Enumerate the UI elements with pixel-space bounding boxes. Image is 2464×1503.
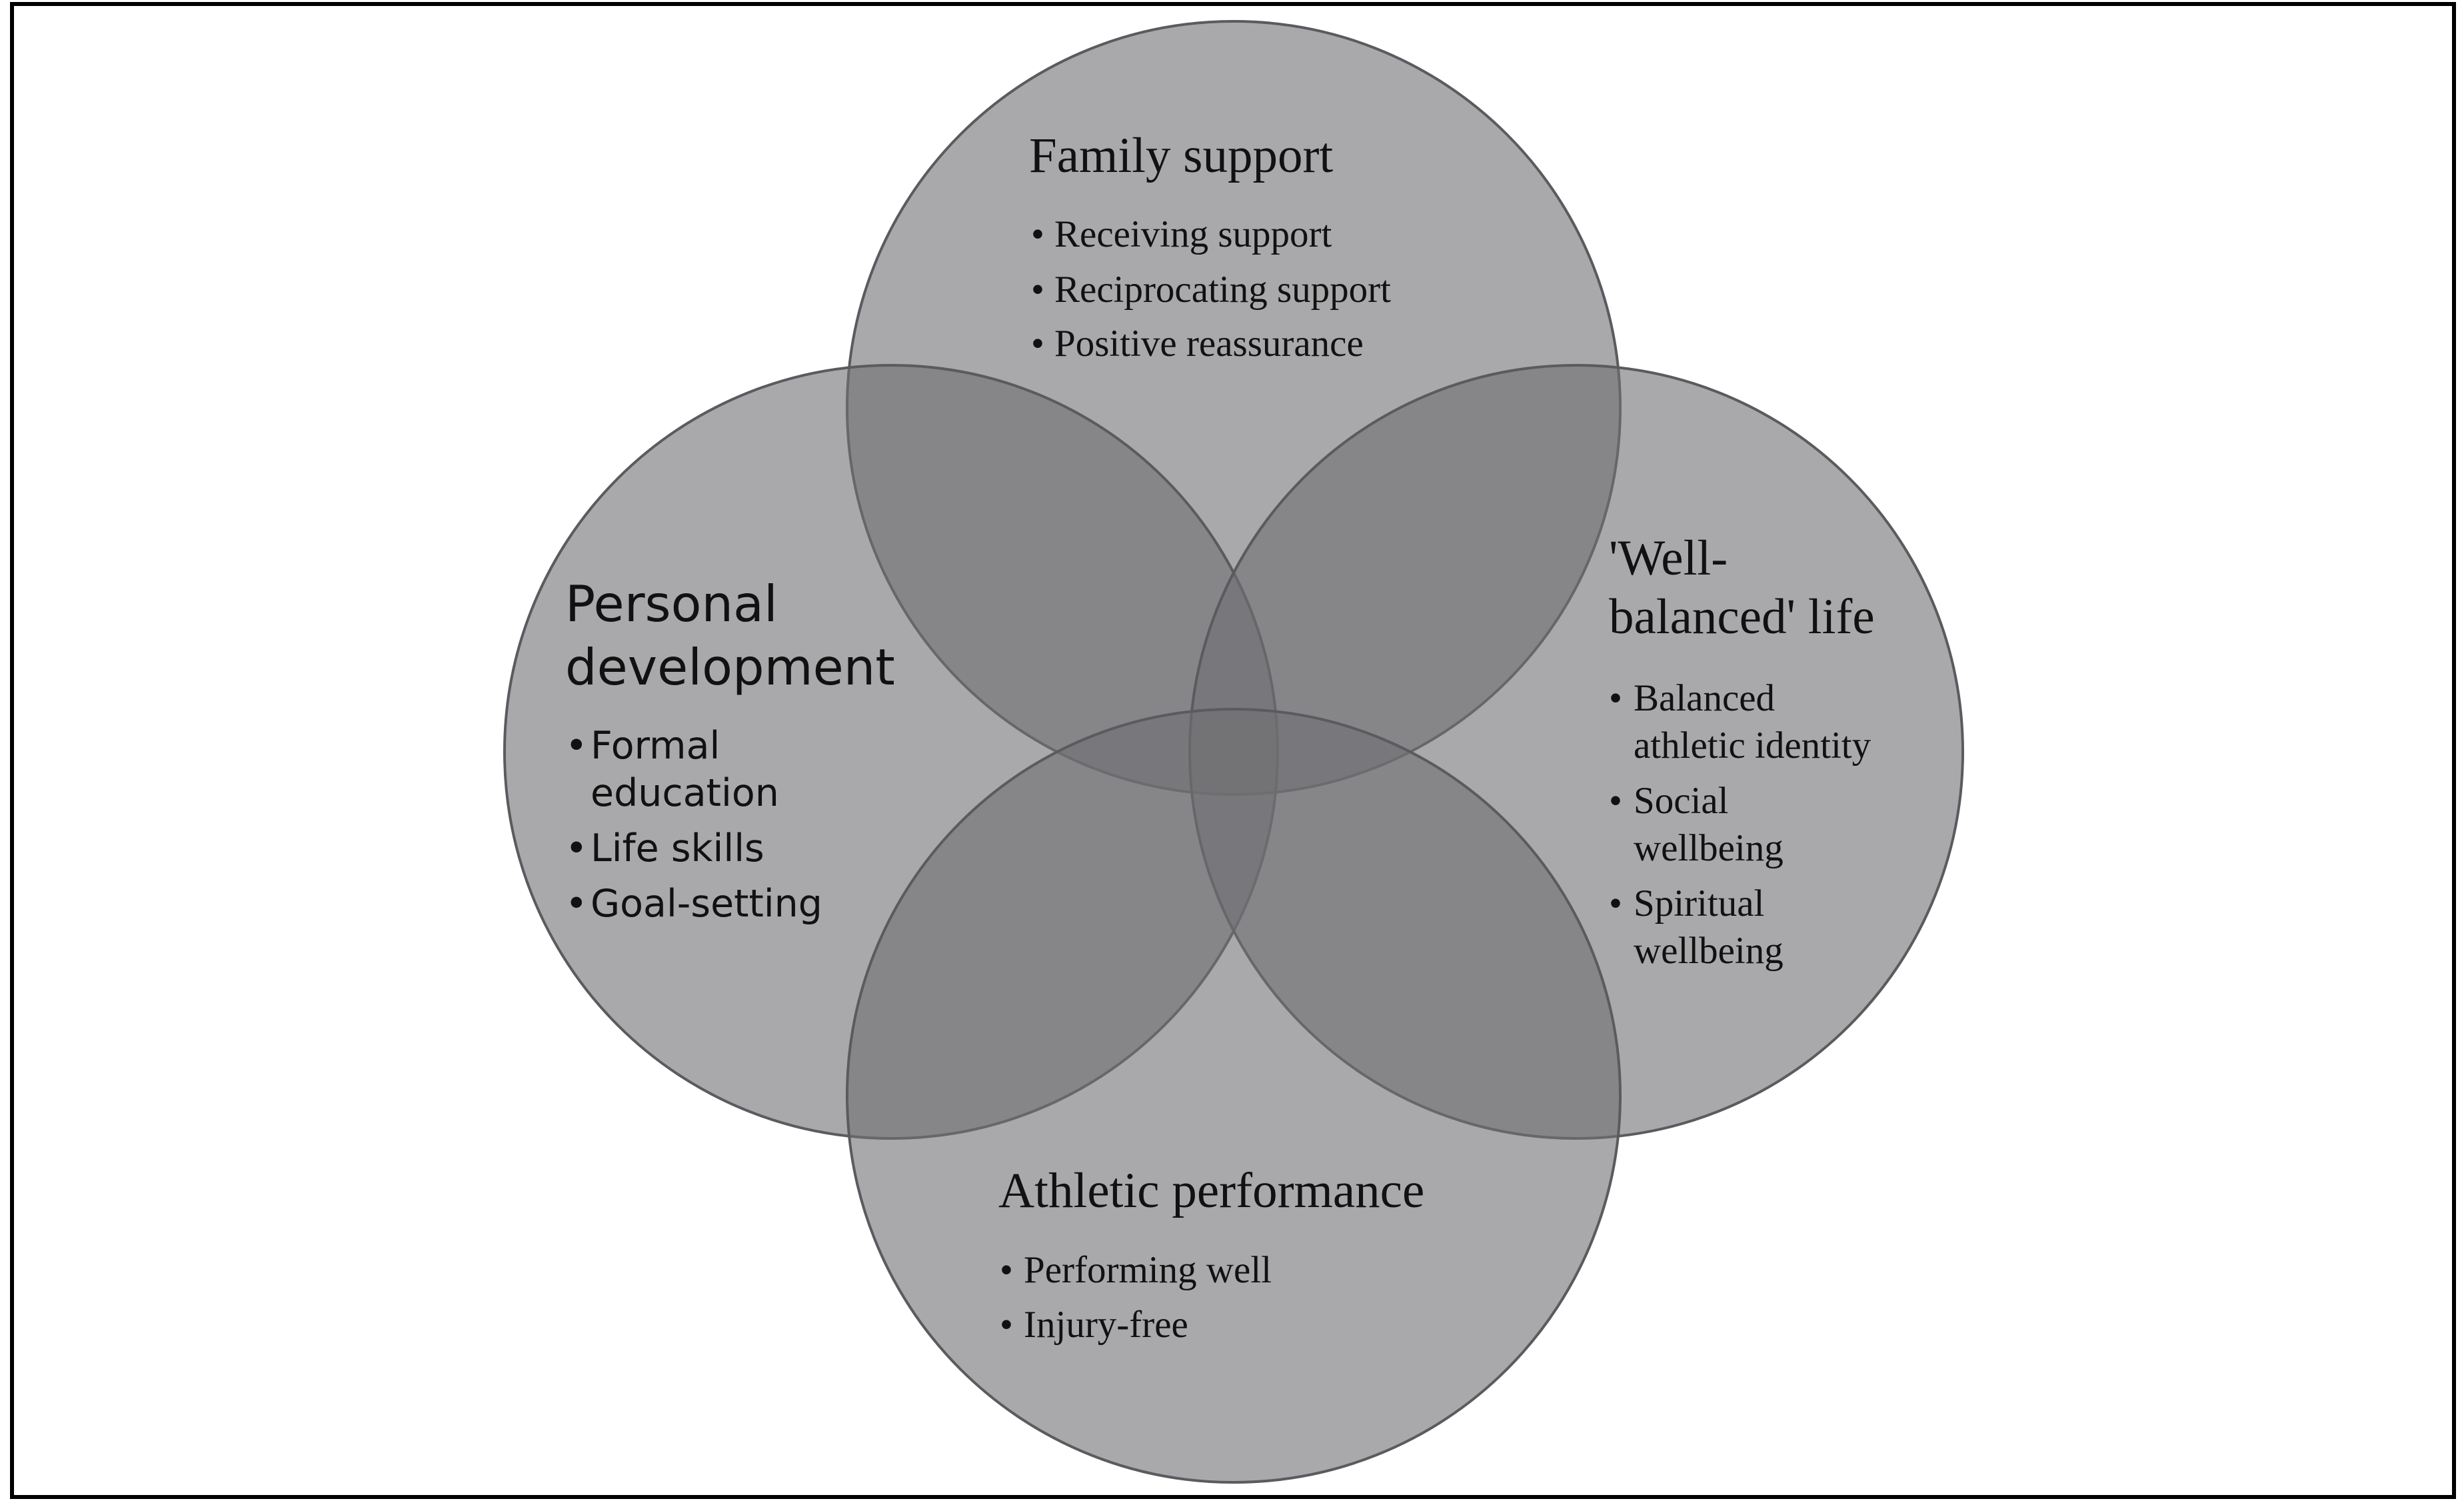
- personal-development-bullet: •: [565, 826, 588, 870]
- family-support-group: Family support • Receiving support • Rec…: [1029, 128, 1391, 365]
- family-support-item: Reciprocating support: [1054, 269, 1391, 311]
- personal-development-bullet: •: [565, 882, 588, 926]
- well-balanced-life-bullet: •: [1609, 882, 1622, 924]
- personal-development-item: Life skills: [591, 826, 764, 870]
- well-balanced-life-item: wellbeing: [1634, 827, 1784, 869]
- athletic-performance-bullet: •: [1000, 1304, 1013, 1346]
- well-balanced-life-bullet: •: [1609, 677, 1622, 719]
- personal-development-bullet: •: [565, 724, 588, 768]
- well-balanced-life-item: Spiritual: [1634, 882, 1764, 924]
- well-balanced-life-title: balanced' life: [1609, 589, 1875, 645]
- athletic-performance-title: Athletic performance: [998, 1163, 1424, 1218]
- personal-development-title: development: [565, 638, 895, 697]
- athletic-performance-group: Athletic performance • Performing well •…: [998, 1163, 1424, 1346]
- family-support-bullet: •: [1031, 269, 1044, 311]
- personal-development-item: Goal-setting: [591, 882, 822, 926]
- personal-development-item: Formal: [591, 724, 720, 768]
- well-balanced-life-item: Social: [1634, 780, 1728, 822]
- family-support-title: Family support: [1029, 128, 1333, 183]
- personal-development-group: Personal development • Formal education …: [565, 575, 895, 926]
- personal-development-item: education: [591, 771, 779, 815]
- family-support-item: Receiving support: [1054, 213, 1332, 255]
- athletic-performance-item: Injury-free: [1024, 1304, 1188, 1346]
- well-balanced-life-bullet: •: [1609, 780, 1622, 822]
- well-balanced-life-group: 'Well- balanced' life • Balanced athleti…: [1609, 531, 1875, 972]
- family-support-bullet: •: [1031, 213, 1044, 255]
- athletic-performance-bullet: •: [1000, 1249, 1013, 1291]
- well-balanced-life-title: 'Well-: [1609, 531, 1728, 586]
- athletic-performance-item: Performing well: [1024, 1249, 1272, 1291]
- circle-athletic-performance: [846, 708, 1622, 1484]
- well-balanced-life-item: athletic identity: [1634, 725, 1871, 766]
- well-balanced-life-item: wellbeing: [1634, 930, 1784, 972]
- personal-development-title: Personal: [565, 575, 778, 633]
- well-balanced-life-item: Balanced: [1634, 677, 1775, 719]
- family-support-bullet: •: [1031, 323, 1044, 365]
- family-support-item: Positive reassurance: [1054, 323, 1364, 365]
